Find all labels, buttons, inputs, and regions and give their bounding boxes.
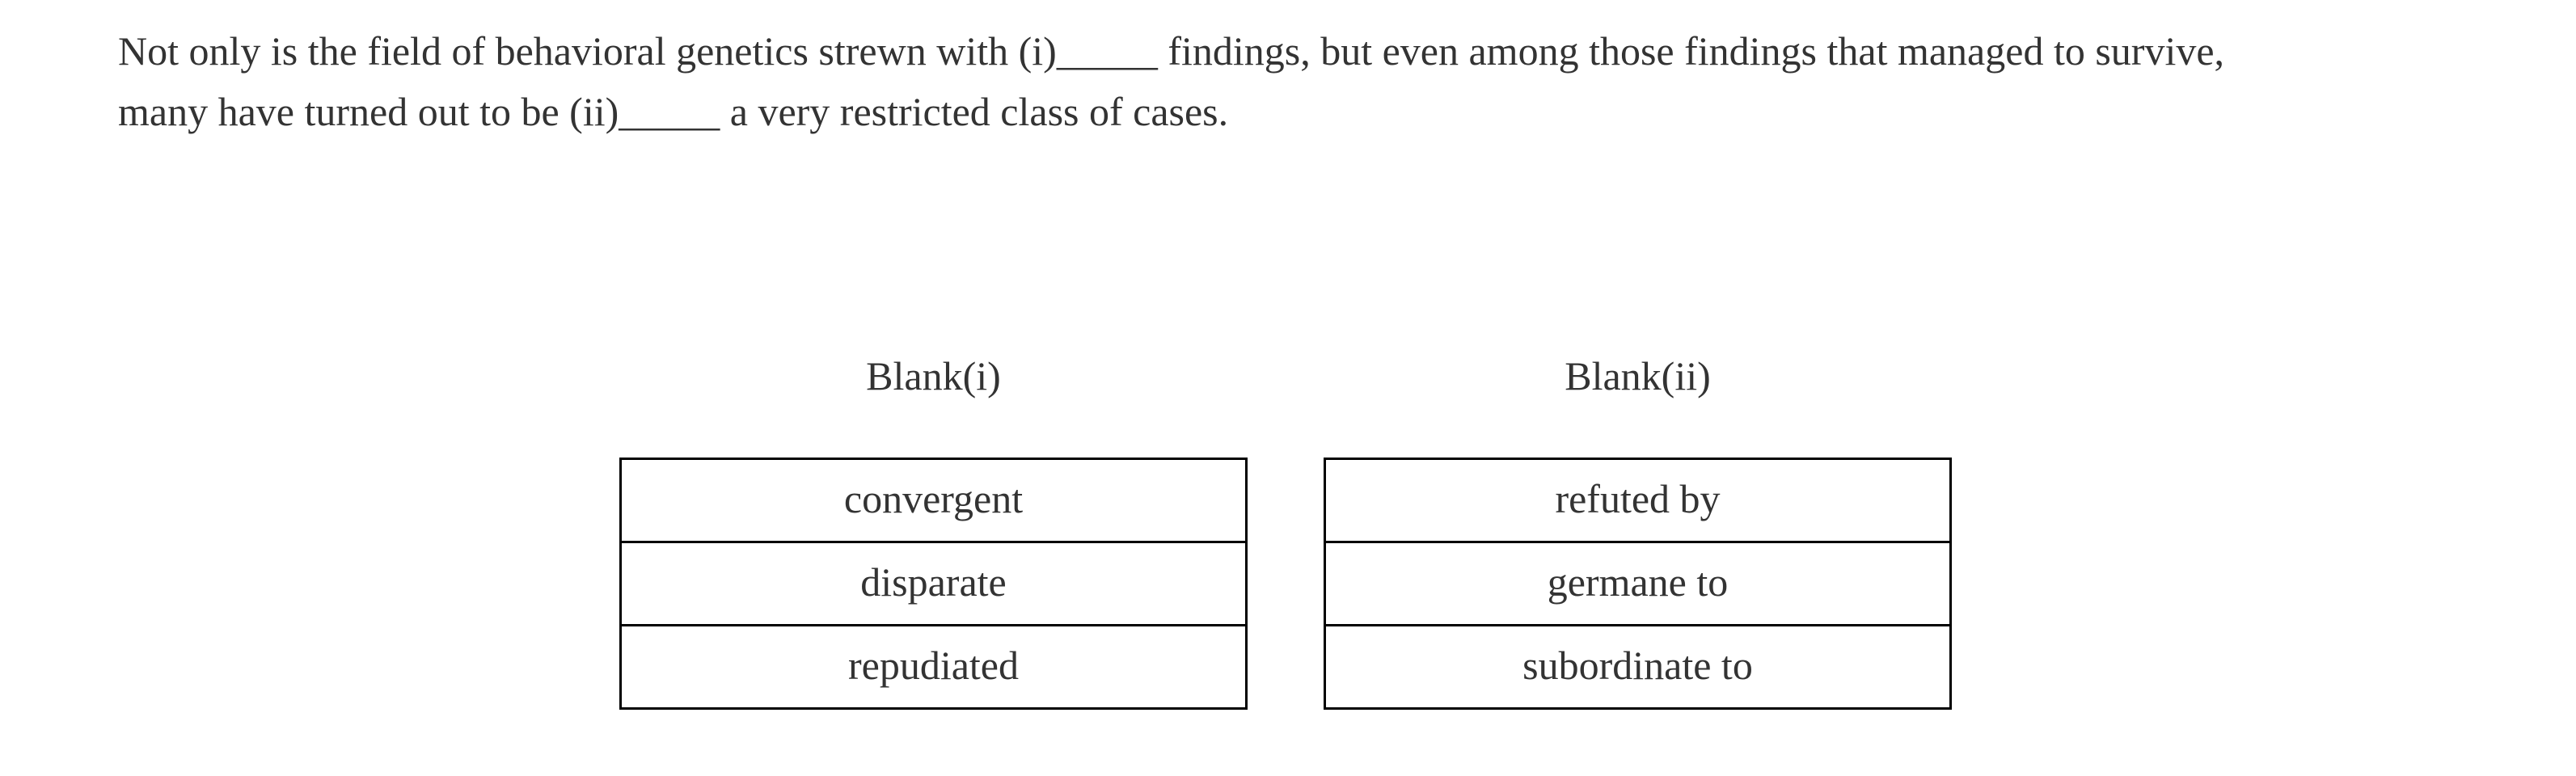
blank-i-options: convergent disparate repudiated	[619, 458, 1248, 710]
question-line-2: many have turned out to be (ii)_____ a v…	[118, 89, 1229, 134]
blank-ii-options: refuted by germane to subordinate to	[1324, 458, 1952, 710]
blank-ii-option-subordinate-to[interactable]: subordinate to	[1326, 626, 1949, 707]
blank-i-option-convergent[interactable]: convergent	[622, 460, 1245, 543]
option-label: convergent	[843, 476, 1024, 521]
blank-ii-option-refuted-by[interactable]: refuted by	[1326, 460, 1949, 543]
question-line-1: Not only is the field of behavioral gene…	[118, 28, 2225, 74]
option-label: refuted by	[1555, 476, 1721, 521]
blank-ii-option-germane-to[interactable]: germane to	[1326, 543, 1949, 626]
blank-i-option-repudiated[interactable]: repudiated	[622, 626, 1245, 707]
blank-i-option-disparate[interactable]: disparate	[622, 543, 1245, 626]
blank-ii-label: Blank(ii)	[1565, 353, 1711, 399]
blank-i-label: Blank(i)	[866, 353, 1001, 399]
option-label: subordinate to	[1522, 643, 1753, 688]
question-text: Not only is the field of behavioral gene…	[118, 21, 2511, 142]
option-label: germane to	[1547, 559, 1729, 605]
option-label: repudiated	[847, 643, 1019, 688]
option-label: disparate	[860, 559, 1007, 605]
